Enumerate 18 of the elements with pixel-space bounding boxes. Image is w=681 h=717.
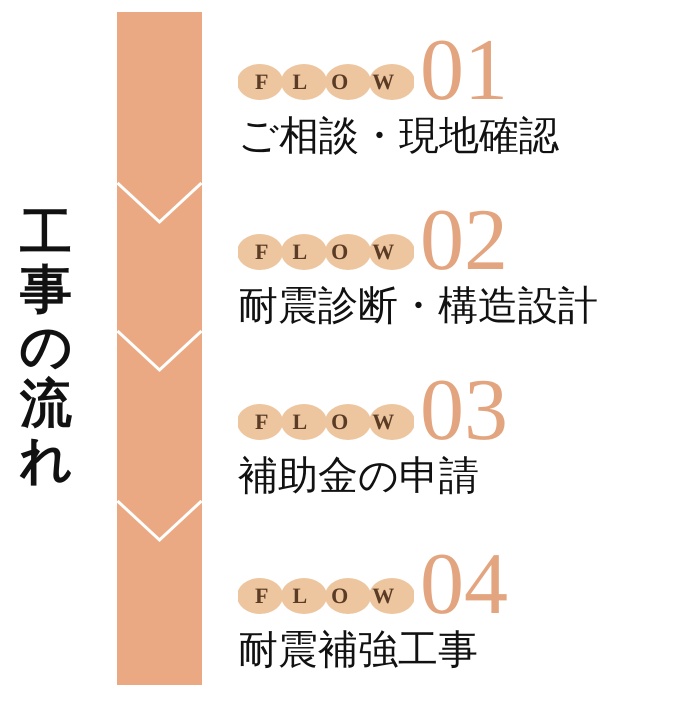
step-number: 01 — [420, 33, 508, 109]
chevron-arrow — [116, 499, 203, 542]
flow-badge: FLOW — [238, 577, 414, 615]
flow-bar-segment — [117, 500, 202, 685]
step-number: 03 — [420, 373, 508, 449]
flow-badge: FLOW — [238, 233, 414, 271]
flow-badge: FLOW — [238, 403, 414, 441]
flow-bar-segment — [117, 12, 202, 182]
chevron-arrow — [116, 181, 203, 224]
step-number: 02 — [420, 203, 508, 279]
step-label: 耐震診断・構造設計 — [238, 282, 598, 330]
step-label: 補助金の申請 — [238, 452, 479, 500]
chevron-arrow — [116, 329, 203, 372]
flow-badge: FLOW — [238, 63, 414, 101]
step-label: 耐震補強工事 — [238, 626, 478, 674]
vertical-title: 工事の流れ — [18, 205, 74, 490]
step-label: ご相談・現地確認 — [238, 112, 559, 160]
step-number: 04 — [420, 547, 508, 623]
